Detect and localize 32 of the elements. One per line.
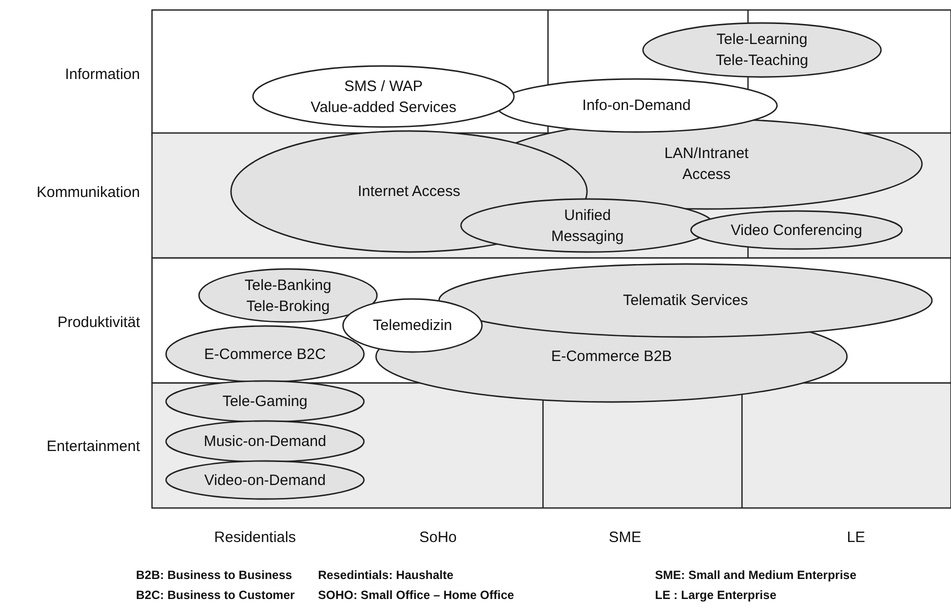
row-label: Produktivität <box>57 314 140 331</box>
column-label: SoHo <box>419 529 457 546</box>
service-label: Music-on-Demand <box>204 432 326 452</box>
service-label: Tele-Learning <box>716 30 808 50</box>
column-label: LE <box>846 529 866 546</box>
legend-text: B2C: Business to Customer <box>136 588 295 602</box>
row-label: Kommunikation <box>36 184 140 201</box>
legend-text: SME: Small and Medium Enterprise <box>655 568 856 582</box>
service-label: E-Commerce B2B <box>551 347 672 367</box>
row-label: Entertainment <box>46 438 140 455</box>
service-label: Video-on-Demand <box>204 470 326 490</box>
row-label: Information <box>64 66 140 83</box>
service-label: SMS / WAP <box>344 76 423 96</box>
service-label: Info-on-Demand <box>582 96 691 116</box>
service-label: Internet Access <box>358 182 460 202</box>
service-label: LAN/Intranet Access <box>663 144 750 185</box>
column-label: SME <box>608 529 642 546</box>
service-label: Telemedizin <box>372 316 452 336</box>
legend-text: SOHO: Small Office – Home Office <box>318 588 514 602</box>
service-label: Value-added Services <box>310 98 456 118</box>
legend-text: B2B: Business to Business <box>136 568 292 582</box>
service-label: Tele-Gaming <box>222 392 308 412</box>
column-label: Residentials <box>214 529 296 546</box>
service-label: Telematik Services <box>622 291 748 311</box>
service-label: Unified Messaging <box>550 206 625 246</box>
service-label: Tele-Banking <box>244 276 332 296</box>
service-label: E-Commerce B2C <box>204 344 326 364</box>
legend-text: LE : Large Enterprise <box>655 588 776 602</box>
legend-text: Resedintials: Haushalte <box>318 568 454 582</box>
service-label: Tele-Teaching <box>716 51 808 71</box>
service-label: Tele-Broking <box>246 296 330 316</box>
service-label: Video Conferencing <box>730 220 862 240</box>
